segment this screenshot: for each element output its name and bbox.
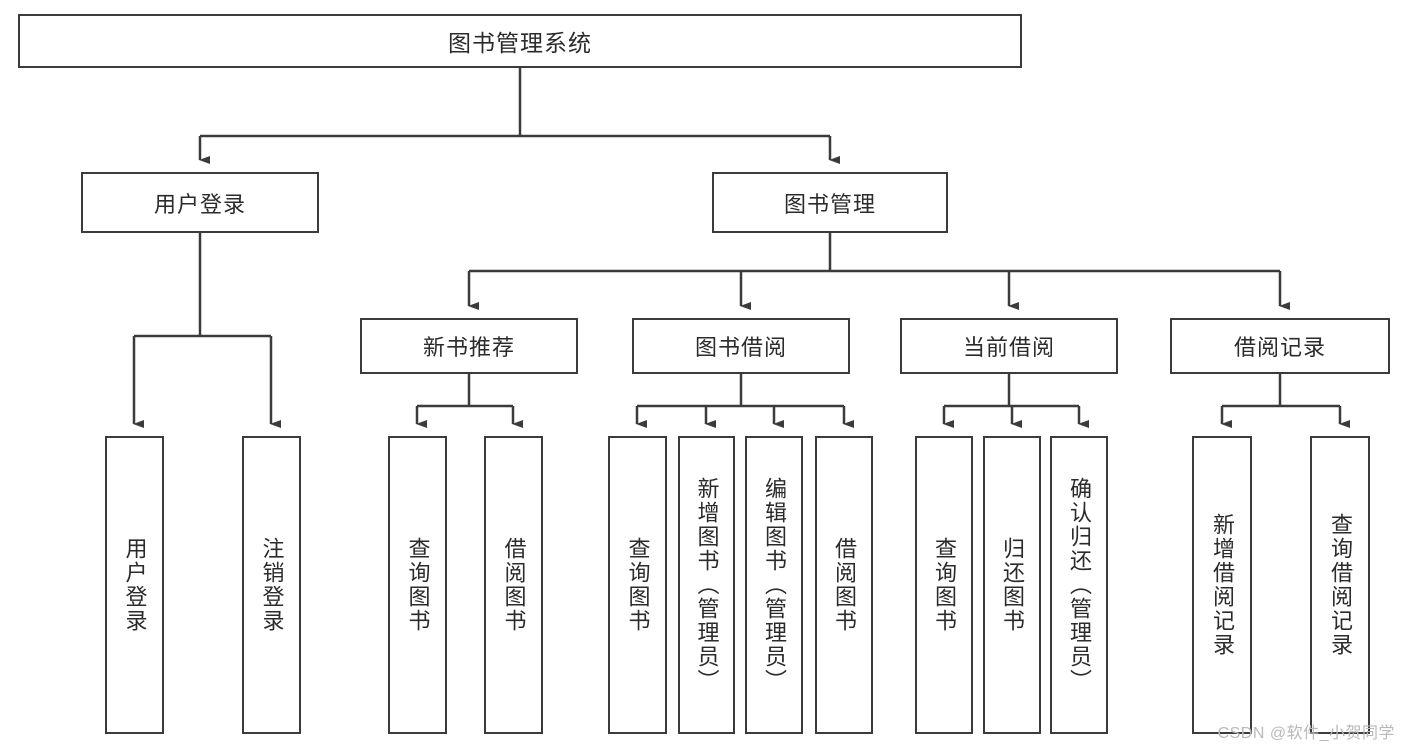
node-current-borrow-label: 当前借阅 (962, 335, 1055, 360)
node-book-borrow[interactable]: 图书借阅 (632, 318, 850, 374)
edge-borrowrecord-to-leaves (1220, 374, 1350, 428)
node-leaf-add-record[interactable]: 新增借阅记录 (1192, 436, 1252, 734)
edge-userlogin-to-leaves (132, 233, 281, 428)
edge-bookborrow-to-leaves (635, 374, 854, 428)
node-leaf-query-book-1-label: 查询图书 (405, 537, 431, 633)
node-leaf-user-logout[interactable]: 注销登录 (242, 436, 301, 734)
node-leaf-query-record[interactable]: 查询借阅记录 (1310, 436, 1370, 734)
node-root[interactable]: 图书管理系统 (18, 14, 1022, 68)
node-leaf-borrow-book-2-label: 借阅图书 (831, 537, 857, 633)
node-book-manage[interactable]: 图书管理 (712, 172, 948, 233)
node-leaf-user-logout-label: 注销登录 (259, 537, 285, 633)
node-leaf-edit-book[interactable]: 编辑图书（管理员） (745, 436, 803, 734)
node-user-login[interactable]: 用户登录 (81, 172, 319, 233)
node-user-login-label: 用户登录 (153, 191, 246, 217)
node-leaf-return-book-label: 归还图书 (999, 537, 1025, 633)
node-leaf-add-book-label: 新增图书（管理员） (694, 477, 720, 693)
node-leaf-borrow-book-1[interactable]: 借阅图书 (484, 436, 543, 734)
edge-bookmanage-to-level2 (467, 233, 1290, 310)
node-book-manage-label: 图书管理 (783, 191, 876, 217)
node-new-book-rec-label: 新书推荐 (422, 335, 515, 360)
node-leaf-confirm-return-label: 确认归还（管理员） (1066, 477, 1092, 693)
node-leaf-query-book-2[interactable]: 查询图书 (608, 436, 667, 734)
node-leaf-borrow-book-2[interactable]: 借阅图书 (815, 436, 873, 734)
node-borrow-record-label: 借阅记录 (1233, 335, 1326, 360)
node-book-borrow-label: 图书借阅 (694, 335, 787, 360)
edge-newbook-to-leaves (415, 374, 523, 428)
edge-root-to-level1 (198, 68, 840, 164)
node-leaf-query-book-3-label: 查询图书 (931, 537, 957, 633)
node-leaf-add-record-label: 新增借阅记录 (1209, 513, 1235, 657)
node-leaf-user-login[interactable]: 用户登录 (105, 436, 164, 734)
node-leaf-query-book-1[interactable]: 查询图书 (388, 436, 447, 734)
watermark: CSDN @软件_小贺同学 (1217, 725, 1395, 742)
node-current-borrow[interactable]: 当前借阅 (900, 318, 1118, 374)
node-borrow-record[interactable]: 借阅记录 (1170, 318, 1390, 374)
node-leaf-borrow-book-1-label: 借阅图书 (501, 537, 527, 633)
node-leaf-query-record-label: 查询借阅记录 (1327, 513, 1353, 657)
node-leaf-query-book-3[interactable]: 查询图书 (915, 436, 973, 734)
node-leaf-add-book[interactable]: 新增图书（管理员） (678, 436, 735, 734)
node-new-book-rec[interactable]: 新书推荐 (360, 318, 578, 374)
node-leaf-confirm-return[interactable]: 确认归还（管理员） (1050, 436, 1108, 734)
edge-currentborrow-to-leaves (942, 374, 1089, 428)
node-leaf-edit-book-label: 编辑图书（管理员） (761, 477, 787, 693)
node-root-label: 图书管理系统 (448, 30, 592, 56)
node-leaf-return-book[interactable]: 归还图书 (983, 436, 1041, 734)
node-leaf-query-book-2-label: 查询图书 (625, 537, 651, 633)
node-leaf-user-login-label: 用户登录 (122, 537, 148, 633)
